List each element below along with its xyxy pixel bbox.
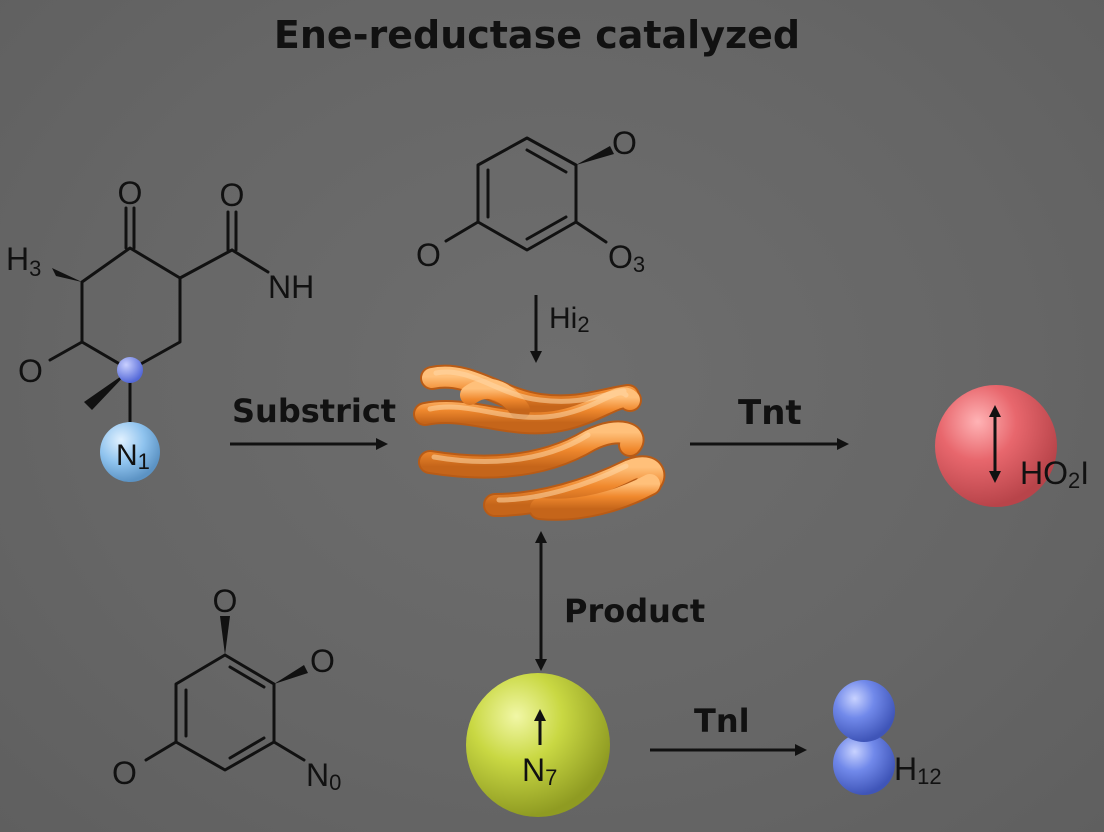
blue-sphere-icon	[833, 733, 895, 795]
atom-sphere-icon	[117, 357, 143, 383]
molecule-bottom: O O O N0	[112, 583, 341, 795]
molecule-top: O O O3	[416, 125, 645, 277]
sphere-blue: H12	[833, 680, 942, 795]
blue-sphere-icon	[833, 680, 895, 742]
label-h3: H3	[6, 241, 41, 281]
label-n1: N1	[116, 439, 150, 474]
label-nh: NH	[268, 269, 314, 305]
wedge-bond-icon	[576, 146, 614, 165]
label-o-amide: O	[220, 177, 245, 213]
label-o-left: O	[18, 353, 43, 389]
arrows	[230, 295, 849, 756]
label-n0: N0	[306, 757, 341, 795]
enzyme-tube	[420, 422, 643, 477]
label-h12: H12	[894, 751, 942, 789]
diagram-title: Ene-reductase catalyzed	[274, 13, 800, 57]
molecule-left: H3 O O NH O N1	[6, 175, 314, 482]
label-substrict: Substrict	[232, 392, 396, 430]
wedge-bond-icon	[220, 616, 230, 655]
label-hi2: Hi2	[549, 302, 590, 337]
label-n7: N7	[522, 752, 557, 790]
label-tnl: Tnl	[694, 702, 750, 740]
enzyme-structure	[413, 364, 666, 521]
label-o-bottom-left: O	[112, 755, 137, 791]
enzyme-tube	[415, 387, 640, 433]
sphere-red: HO2I	[935, 385, 1089, 507]
green-sphere-icon	[466, 673, 610, 817]
label-o3: O3	[608, 239, 645, 277]
label-o-top-left: O	[416, 237, 441, 273]
label-o-top-right: O	[612, 125, 637, 161]
enzyme-tube	[530, 474, 660, 519]
label-o-bottom-right: O	[310, 643, 335, 679]
wedge-bond-icon	[52, 268, 82, 282]
wedge-bond-icon	[84, 370, 130, 410]
wedge-bond-icon	[274, 665, 308, 684]
label-product: Product	[564, 592, 705, 630]
atom-n1-sphere	[100, 422, 160, 482]
label-o-ketone: O	[118, 175, 143, 211]
enzyme-tube	[460, 378, 530, 420]
sphere-green: N7	[466, 673, 610, 817]
label-tnt: Tnt	[738, 393, 802, 433]
label-ho2: HO2I	[1020, 455, 1089, 493]
label-o-bottom-top: O	[213, 583, 238, 619]
